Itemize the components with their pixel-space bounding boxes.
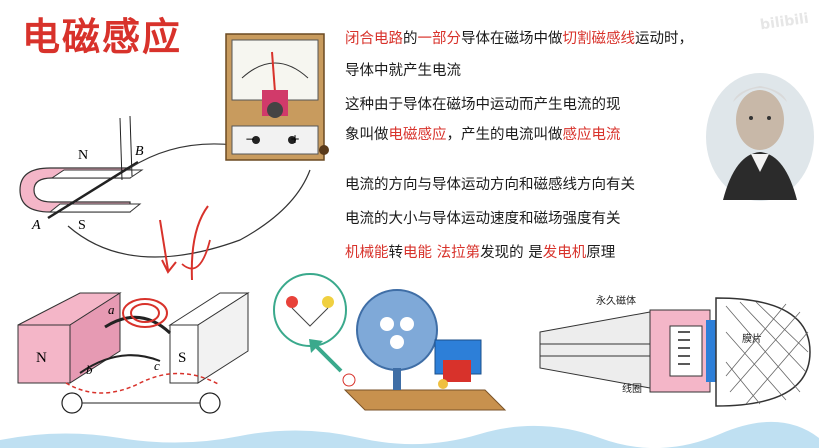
top-label-s: S [78, 218, 86, 233]
p1_line1-segment: 导体在磁场中做 [461, 31, 563, 47]
led-circle-detail [273, 273, 347, 347]
p5-segment: 发现的 是 [480, 245, 543, 261]
mic-label-coil: 线圈 [622, 384, 642, 395]
paragraph-2-line-1: 这种由于导体在磁场中运动而产生电流的现 [345, 97, 621, 113]
paragraph-2-line-2: 象叫做电磁感应，产生的电流叫做感应电流 [345, 124, 621, 146]
generator-apparatus [342, 289, 507, 411]
p2_line2-segment: ，产生的电流叫做 [446, 127, 563, 143]
bottom-label-b: b [86, 362, 93, 377]
red-annotation-arrows [159, 205, 211, 281]
mic-label-membrane: 膜片 [742, 334, 762, 345]
bottom-label-c: c [154, 358, 160, 373]
paragraph-1-line-1: 闭合电路的一部分导体在磁场中做切割磁感线运动时， [345, 28, 693, 50]
p2_line2-segment: 电磁感应 [388, 127, 447, 143]
p5-segment: 电能 [403, 245, 432, 261]
p1_line1-segment: 闭合电路 [345, 31, 403, 47]
bottom-label-n: N [36, 350, 47, 366]
p5-segment: 原理 [586, 245, 616, 261]
meter-minus: − [245, 132, 256, 146]
bottom-label-a: a [108, 302, 115, 317]
p5-segment: 机械能 [345, 245, 389, 261]
meter-plus: + [290, 132, 301, 146]
watermark-logo: bilibili [759, 10, 810, 34]
faraday-portrait [706, 73, 814, 201]
p5-segment: 法拉第 [436, 245, 481, 261]
top-label-n: N [78, 148, 89, 163]
page-title: 电磁感应 [22, 15, 183, 59]
detail-arrow [309, 339, 343, 373]
paragraph-3: 电流的方向与导体运动方向和磁感线方向有关 [345, 177, 635, 193]
paragraph-5: 机械能转电能 法拉第发现的 是发电机原理 [345, 242, 615, 264]
microphone-diagram [539, 297, 811, 407]
p2_line2-segment: 象叫做 [345, 127, 389, 143]
bottom-decoration [0, 421, 819, 448]
mic-label-magnet: 永久磁体 [596, 296, 636, 307]
bottom-label-s: S [178, 350, 187, 366]
top-label-a: A [32, 218, 41, 233]
p1_line1-segment: 运动时， [635, 31, 693, 47]
p5-segment: 转 [388, 245, 404, 261]
paragraph-1-line-2: 导体中就产生电流 [345, 63, 461, 79]
galvanometer [225, 33, 329, 161]
p5-segment: 发电机 [542, 245, 587, 261]
top-magnet-diagram [19, 115, 144, 220]
bottom-magnet-diagram [17, 292, 250, 414]
paragraph-4: 电流的大小与导体运动速度和磁场强度有关 [345, 211, 621, 227]
p1_line1-segment: 一部分 [417, 31, 462, 47]
top-label-b: B [135, 144, 144, 159]
p1_line1-segment: 切割磁感线 [562, 31, 636, 47]
p1_line1-segment: 的 [403, 31, 418, 47]
p2_line2-segment: 感应电流 [562, 127, 621, 143]
